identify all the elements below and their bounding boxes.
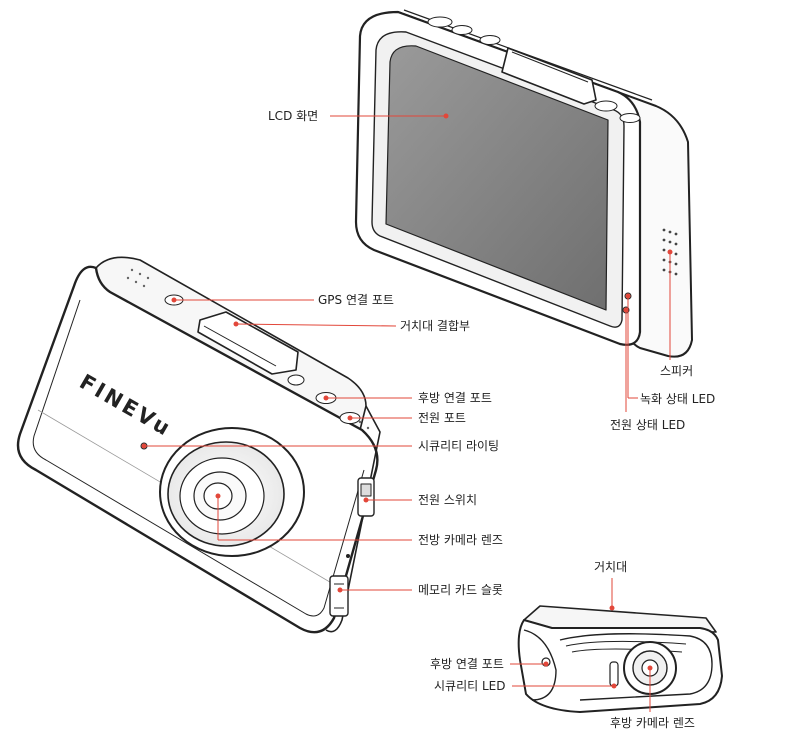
label-gps-port: GPS 연결 포트 xyxy=(318,293,394,307)
label-front-camera-lens: 전방 카메라 렌즈 xyxy=(418,533,503,547)
label-power-port: 전원 포트 xyxy=(418,411,466,425)
rear-camera xyxy=(517,605,723,713)
label-mount-joint: 거치대 결합부 xyxy=(400,319,471,333)
label-memory-card-slot: 메모리 카드 슬롯 xyxy=(418,583,503,597)
label-rear-camera-lens: 후방 카메라 렌즈 xyxy=(610,716,695,730)
label-power-led: 전원 상태 LED xyxy=(610,418,686,432)
label-recording-led: 녹화 상태 LED xyxy=(640,392,716,406)
label-lcd-screen: LCD 화면 xyxy=(268,109,319,123)
label-speaker: 스피커 xyxy=(660,364,694,378)
leader-lines xyxy=(144,115,671,712)
label-security-led: 시큐리티 LED xyxy=(434,679,506,693)
label-rear-mount: 거치대 xyxy=(594,560,628,574)
back-view-camera xyxy=(354,9,693,358)
label-security-lighting: 시큐리티 라이팅 xyxy=(418,439,500,453)
leader-dots xyxy=(141,113,673,689)
label-rear-connect-port: 후방 연결 포트 xyxy=(418,391,492,405)
label-power-switch: 전원 스위치 xyxy=(418,493,478,507)
front-view-camera xyxy=(16,256,381,634)
label-rear-cam-connect-port: 후방 연결 포트 xyxy=(430,657,504,671)
